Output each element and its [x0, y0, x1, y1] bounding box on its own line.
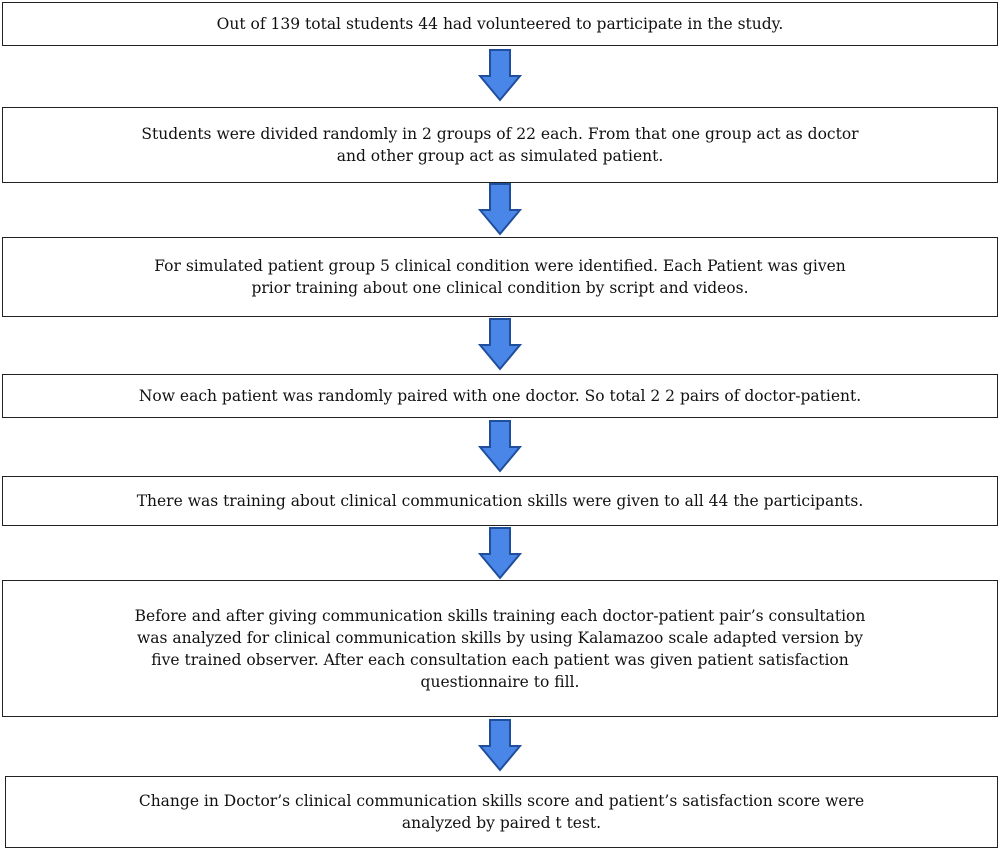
step-5-text: There was training about clinical commun… [136, 492, 864, 510]
step-6-box: Before and after giving communication sk… [2, 580, 998, 717]
down-arrow-icon [478, 420, 522, 473]
step-4-text: Now each patient was randomly paired wit… [138, 387, 862, 405]
down-arrow-icon [478, 527, 522, 580]
down-arrow-icon [478, 719, 522, 772]
step-3-text: For simulated patient group 5 clinical c… [154, 257, 846, 297]
step-3-box: For simulated patient group 5 clinical c… [2, 237, 998, 317]
step-7-text: Change in Doctor’s clinical communicatio… [138, 792, 865, 832]
step-5-box: There was training about clinical commun… [2, 476, 998, 526]
step-2-text: Students were divided randomly in 2 grou… [141, 125, 859, 165]
step-1-box: Out of 139 total students 44 had volunte… [2, 2, 998, 46]
down-arrow-icon [478, 49, 522, 102]
step-6-text: Before and after giving communication sk… [134, 606, 866, 691]
down-arrow-icon [478, 318, 522, 371]
step-7-box: Change in Doctor’s clinical communicatio… [5, 776, 998, 848]
step-2-box: Students were divided randomly in 2 grou… [2, 107, 998, 183]
down-arrow-icon [478, 183, 522, 236]
step-1-text: Out of 139 total students 44 had volunte… [216, 15, 784, 33]
step-4-box: Now each patient was randomly paired wit… [2, 374, 998, 418]
